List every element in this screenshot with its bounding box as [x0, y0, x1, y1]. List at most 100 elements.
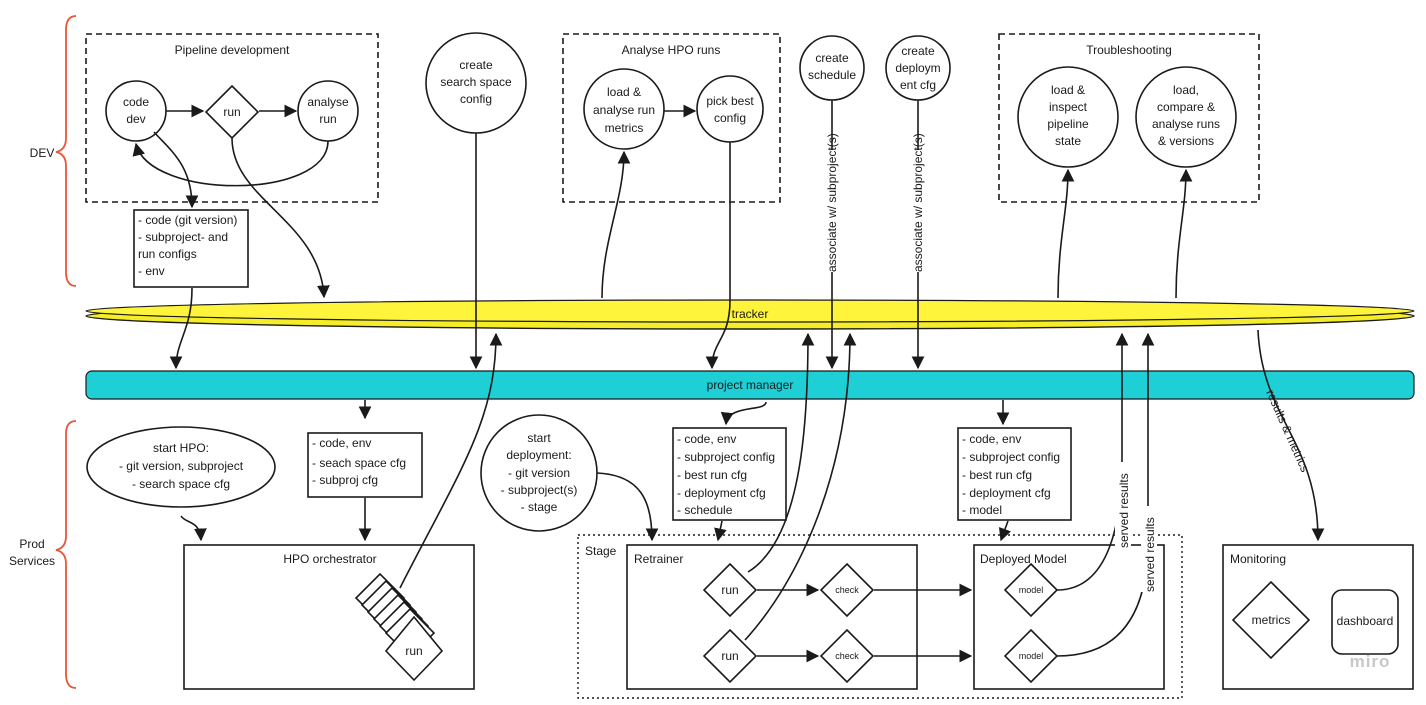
start-hpo-node: start HPO: - git version, subproject - s…	[86, 426, 276, 508]
analyse-run-node: analyse run	[297, 80, 359, 142]
dev-artifacts-line-3: run configs	[138, 247, 197, 261]
search-space-line-2: search space	[440, 75, 512, 89]
compare-runs-node: load, compare & analyse runs & versions	[1135, 66, 1237, 168]
metrics-node: metrics	[1231, 580, 1311, 660]
deployment-cfg-line-1: create	[901, 44, 935, 58]
start-hpo-to-orchestrator-arrow	[180, 515, 207, 542]
start-hpo-line-2: - git version, subproject	[119, 459, 244, 473]
search-space-config-node: create search space config	[425, 32, 527, 134]
served-1-label-bg	[1115, 462, 1131, 548]
check-2-node: check	[819, 628, 875, 684]
metrics-label: metrics	[1252, 613, 1291, 627]
run1-to-tracker-arrow	[747, 332, 815, 573]
deployment-cfg-line-2: deploym	[895, 61, 940, 75]
retrainer-run-2-node: run	[702, 628, 758, 684]
compare-line-3: analyse runs	[1152, 117, 1220, 131]
prod-lane-brace: Prod Services	[9, 420, 77, 689]
hpo-inputs-line-2: - seach space cfg	[312, 456, 406, 470]
pick-to-pm-arrow	[705, 142, 731, 370]
start-deploy-line-4: - subproject(s)	[501, 483, 578, 497]
check-1-node: check	[819, 562, 875, 618]
tracker-to-compare-arrow	[1175, 168, 1193, 299]
deploy-inputs-line-2: - subproject config	[962, 450, 1060, 464]
retrainer-title: Retrainer	[634, 552, 683, 566]
artifacts-to-pm-arrow	[169, 287, 193, 370]
project-manager-bar: project manager	[85, 370, 1415, 400]
hpo-run-label: run	[405, 644, 422, 658]
inspect-line-3: pipeline	[1047, 117, 1089, 131]
served-2-label-bg	[1141, 506, 1157, 592]
hpo-inputs-line-3: - subproj cfg	[312, 473, 378, 487]
start-hpo-line-1: start HPO:	[153, 441, 209, 455]
analyse-hpo-title: Analyse HPO runs	[622, 43, 721, 57]
create-deployment-cfg-node: create deploym ent cfg	[885, 35, 951, 101]
served-label-1: served results	[1117, 473, 1131, 548]
stage-group: Stage	[577, 534, 1183, 699]
assoc-label-2: associate w/ subproject(s)	[911, 133, 925, 272]
deploy-inputs-line-4: - deployment cfg	[962, 486, 1051, 500]
create-schedule-node: create schedule	[799, 35, 865, 101]
deployed-model-title: Deployed Model	[980, 552, 1067, 566]
run-to-tracker-arrow	[231, 137, 330, 299]
dev-artifacts-line-2: - subproject- and	[138, 230, 228, 244]
deploy-inputs-line-3: - best run cfg	[962, 468, 1032, 482]
schedule-line-1: create	[815, 51, 849, 65]
start-deploy-line-1: start	[527, 431, 551, 445]
retrainer-inputs-line-5: - schedule	[677, 503, 733, 517]
analyse-feedback-arrow	[132, 140, 329, 187]
dev-artifacts-line-4: - env	[138, 264, 165, 278]
start-deploy-line-3: - git version	[508, 466, 570, 480]
prod-lane-label-1: Prod	[19, 537, 44, 551]
model-1-label: model	[1019, 585, 1044, 595]
schedule-line-2: schedule	[808, 68, 856, 82]
model-2-label: model	[1019, 651, 1044, 661]
code-dev-line-2: dev	[126, 112, 145, 126]
dashboard-label: dashboard	[1337, 614, 1394, 628]
start-deployment-node: start deployment: - git version - subpro…	[480, 414, 598, 532]
retrainer-inputs-line-4: - deployment cfg	[677, 486, 766, 500]
hpo-inputs-box: - code, env - seach space cfg - subproj …	[307, 432, 423, 498]
monitoring-title: Monitoring	[1230, 552, 1286, 566]
hpo-orchestrator-box: HPO orchestrator	[183, 544, 475, 690]
troubleshooting-title: Troubleshooting	[1086, 43, 1172, 57]
compare-line-1: load,	[1173, 83, 1199, 97]
analyse-run-line-2: run	[319, 112, 336, 126]
compare-line-2: compare &	[1157, 100, 1215, 114]
model-1-node: model	[1003, 562, 1059, 618]
pick-best-line-1: pick best	[706, 94, 754, 108]
deployed-model-box: Deployed Model	[973, 544, 1165, 690]
tracker-bar: tracker	[85, 299, 1415, 330]
tracker-to-inspect-arrow	[1057, 168, 1075, 299]
inspect-line-4: state	[1055, 134, 1081, 148]
retrainer-inputs-to-retrainer-arrow	[714, 520, 727, 542]
prod-lane-label-2: Services	[9, 554, 55, 568]
retrainer-inputs-line-2: - subproject config	[677, 450, 775, 464]
deploy-inputs-to-model-arrow	[998, 520, 1011, 542]
compare-line-4: & versions	[1158, 134, 1214, 148]
start-deploy-line-2: deployment:	[506, 448, 571, 462]
analyse-run-line-1: analyse	[307, 95, 349, 109]
search-space-line-1: create	[459, 58, 493, 72]
code-dev-line-1: code	[123, 95, 149, 109]
retrainer-run-1-label: run	[721, 583, 738, 597]
load-metrics-line-2: analyse run	[593, 103, 655, 117]
pipeline-development-title: Pipeline development	[175, 43, 290, 57]
deploy-inputs-line-1: - code, env	[962, 432, 1021, 446]
start-hpo-line-3: - search space cfg	[132, 477, 230, 491]
pipeline-development-group: Pipeline development	[85, 33, 379, 203]
hpo-inputs-line-1: - code, env	[312, 436, 371, 450]
results-metrics-arrow	[1257, 329, 1325, 542]
miro-watermark: miro	[1350, 652, 1391, 671]
retrainer-inputs-line-3: - best run cfg	[677, 468, 747, 482]
load-analyse-metrics-node: load & analyse run metrics	[583, 68, 665, 150]
search-space-line-3: config	[460, 92, 492, 106]
pick-best-line-2: config	[714, 111, 746, 125]
inspect-pipeline-state-node: load & inspect pipeline state	[1017, 66, 1119, 168]
dev-lane-brace: DEV	[30, 15, 77, 287]
deployment-cfg-line-3: ent cfg	[900, 78, 936, 92]
dev-artifacts-line-1: - code (git version)	[138, 213, 237, 227]
start-deploy-line-5: - stage	[521, 500, 558, 514]
tracker-to-metrics-arrow	[601, 150, 631, 299]
deploy-inputs-box: - code, env - subproject config - best r…	[957, 427, 1072, 521]
